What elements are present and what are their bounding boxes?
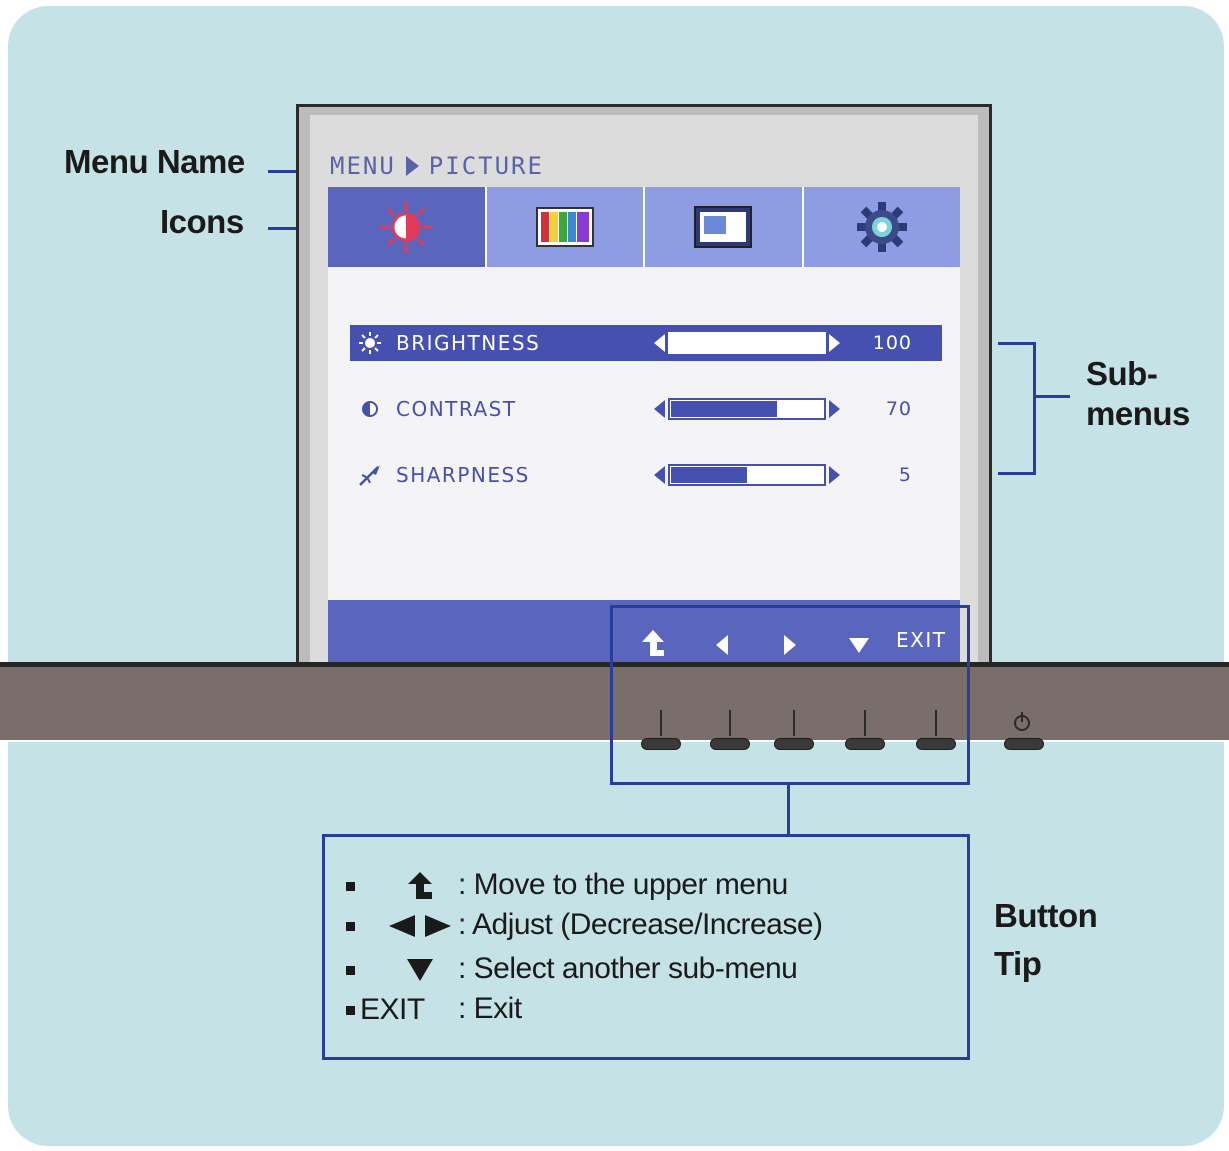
tip-symbol xyxy=(370,906,470,946)
menu-name-breadcrumb: MENU PICTURE xyxy=(330,152,544,180)
decrease-arrow-icon[interactable] xyxy=(654,334,665,352)
contrast-icon xyxy=(362,401,378,417)
submenu-label: BRIGHTNESS xyxy=(396,331,541,355)
callout-icons: Icons xyxy=(160,203,244,240)
hw-button-exit[interactable] xyxy=(916,738,956,750)
tip-text: : Move to the upper menu xyxy=(458,868,788,901)
submenu-sharpness[interactable]: SHARPNESS 5 xyxy=(350,457,942,493)
left-arrow-icon xyxy=(716,635,728,655)
slider-fill xyxy=(671,467,747,483)
button-stem xyxy=(864,710,866,736)
increase-arrow-icon[interactable] xyxy=(829,400,840,418)
down-arrow-icon xyxy=(849,638,869,653)
up-arrow-icon xyxy=(642,630,664,656)
hw-button-right[interactable] xyxy=(774,738,814,750)
callout-menu-name-line xyxy=(268,170,306,173)
button-stem xyxy=(935,710,937,736)
submenus-bracket-vertical xyxy=(1033,342,1036,475)
tab-color[interactable] xyxy=(484,187,643,267)
submenu-label: SHARPNESS xyxy=(396,463,530,487)
sun-icon xyxy=(380,201,433,253)
tip-row-down: : Select another sub-menu xyxy=(346,950,906,990)
sharpness-icon xyxy=(359,465,380,486)
menu-label: MENU xyxy=(330,152,396,180)
decrease-arrow-icon[interactable] xyxy=(654,400,665,418)
down-arrow-icon xyxy=(407,959,433,981)
brightness-slider[interactable] xyxy=(654,332,840,354)
submenu-value: 5 xyxy=(898,464,912,486)
osd-button-bar xyxy=(328,600,960,662)
tip-text: : Exit xyxy=(458,992,522,1025)
bullet xyxy=(346,966,355,975)
gear-icon xyxy=(856,202,907,252)
increase-arrow-icon[interactable] xyxy=(829,334,840,352)
tip-symbol xyxy=(370,950,470,990)
screen-position-icon xyxy=(694,206,753,248)
submenu-panel: BRIGHTNESS 100 CONTRAST 70 SHARPNESS xyxy=(328,267,960,600)
right-arrow-icon xyxy=(784,635,796,655)
decrease-arrow-icon[interactable] xyxy=(654,466,665,484)
bullet xyxy=(346,882,355,891)
osd-exit-label: EXIT xyxy=(896,628,947,652)
submenu-contrast[interactable]: CONTRAST 70 xyxy=(350,391,942,427)
button-tip-box xyxy=(322,834,970,1060)
hw-button-down[interactable] xyxy=(845,738,885,750)
tab-picture[interactable] xyxy=(328,187,485,267)
submenu-value: 100 xyxy=(872,332,912,354)
breadcrumb-arrow-icon xyxy=(405,156,419,176)
menu-icons-bar xyxy=(328,187,960,267)
tip-text: : Adjust (Decrease/Increase) xyxy=(458,908,823,941)
left-right-arrow-icon xyxy=(389,915,451,937)
color-bars-icon xyxy=(535,207,594,247)
submenus-bracket-bottom xyxy=(998,472,1036,475)
increase-arrow-icon[interactable] xyxy=(829,466,840,484)
callout-submenus-line2: menus xyxy=(1086,395,1190,432)
tip-row-up: : Move to the upper menu xyxy=(346,866,906,906)
sharpness-slider[interactable] xyxy=(654,464,840,486)
callout-button-tip-line1: Button xyxy=(994,897,1098,934)
callout-submenus-line1: Sub- xyxy=(1086,355,1158,392)
hw-button-power[interactable] xyxy=(1004,738,1044,750)
hw-button-left[interactable] xyxy=(710,738,750,750)
submenu-brightness[interactable]: BRIGHTNESS 100 xyxy=(350,325,942,361)
power-icon xyxy=(1014,712,1030,731)
submenus-bracket-top xyxy=(998,342,1036,345)
tip-text: : Select another sub-menu xyxy=(458,952,798,985)
button-stem xyxy=(660,710,662,736)
bullet xyxy=(346,922,355,931)
tip-exit-symbol: EXIT xyxy=(360,993,425,1026)
contrast-slider[interactable] xyxy=(654,398,840,420)
up-arrow-icon xyxy=(408,872,432,899)
slider-track xyxy=(668,398,826,420)
current-menu-label: PICTURE xyxy=(428,152,544,180)
callout-menu-name: Menu Name xyxy=(64,143,245,180)
button-stem xyxy=(793,710,795,736)
sun-icon xyxy=(359,332,381,354)
bullet xyxy=(346,1006,355,1015)
submenus-bracket-pointer xyxy=(1036,395,1070,398)
tip-row-adjust: : Adjust (Decrease/Increase) xyxy=(346,906,906,946)
tab-tracking[interactable] xyxy=(643,187,802,267)
callout-button-tip-line2: Tip xyxy=(994,945,1042,982)
button-tip-connector xyxy=(787,784,790,836)
slider-fill xyxy=(671,335,823,351)
tab-setup[interactable] xyxy=(801,187,960,267)
slider-track xyxy=(668,464,826,486)
submenu-value: 70 xyxy=(885,398,912,420)
hw-button-menu[interactable] xyxy=(641,738,681,750)
callout-submenus: Sub- menus xyxy=(1086,354,1190,434)
submenu-label: CONTRAST xyxy=(396,397,517,421)
button-stem xyxy=(729,710,731,736)
tip-symbol: EXIT xyxy=(360,990,450,1030)
tip-symbol xyxy=(370,866,470,906)
callout-button-tip: Button Tip xyxy=(994,892,1098,988)
buttons-highlight-box xyxy=(610,605,970,785)
tip-row-exit: EXIT : Exit xyxy=(346,990,906,1030)
slider-track xyxy=(668,332,826,354)
slider-fill xyxy=(671,401,778,417)
